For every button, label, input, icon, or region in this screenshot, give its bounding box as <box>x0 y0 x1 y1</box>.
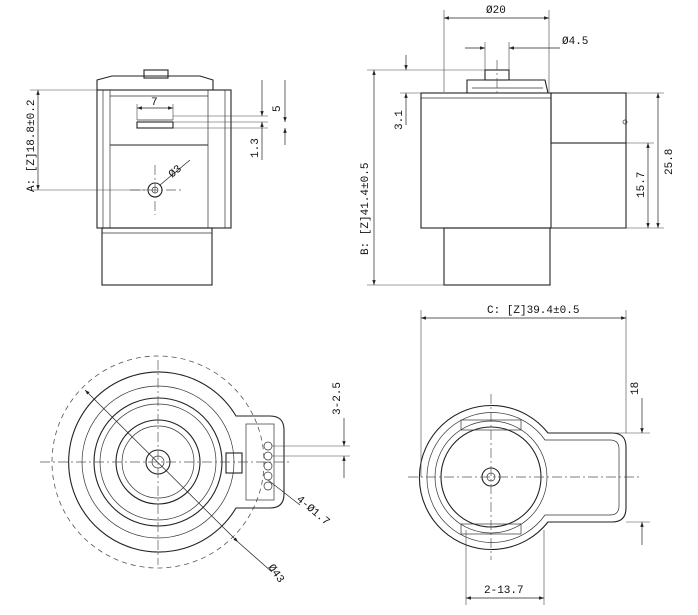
dimension-a: A: [Z]18.8±0.2 <box>26 100 38 192</box>
dimension-3-2-5: 3-2.5 <box>332 382 344 415</box>
top-view <box>408 394 640 560</box>
side-view <box>420 60 628 286</box>
bottom-view <box>40 355 290 569</box>
side-view-dimensions <box>367 10 664 286</box>
dimension-18: 18 <box>630 382 642 395</box>
dimension-b: B: [Z]41.4±0.5 <box>360 163 372 255</box>
dimension-2-13-7: 2-13.7 <box>484 585 524 597</box>
dimension-7: 7 <box>151 97 158 109</box>
top-view-dimensions <box>420 310 650 605</box>
dimension-phi-4-5: Ø4.5 <box>562 36 588 48</box>
top-view-labels: C: [Z]39.4±0.5 18 2-13.7 <box>484 305 642 597</box>
dimension-4-phi-1-7: 4-Ø1.7 <box>293 494 331 529</box>
dimension-25-8: 25.8 <box>664 149 676 175</box>
side-view-labels: Ø20 Ø4.5 3.1 B: [Z]41.4±0.5 25.8 15.7 <box>360 5 676 255</box>
dimension-phi-3: Ø3 <box>167 163 185 181</box>
bottom-view-labels: 3-2.5 4-Ø1.7 Ø43 <box>265 382 344 586</box>
front-view-dimensions <box>30 80 287 191</box>
bottom-view-dimensions <box>84 389 350 573</box>
dimension-15-7: 15.7 <box>636 172 648 198</box>
dimension-c: C: [Z]39.4±0.5 <box>487 305 579 317</box>
dimension-5: 5 <box>272 105 284 112</box>
dimension-3-1: 3.1 <box>394 110 406 130</box>
dimension-1-3: 1.3 <box>250 138 262 158</box>
dimension-phi-43: Ø43 <box>265 562 286 585</box>
front-view <box>96 69 232 286</box>
dimension-phi-20: Ø20 <box>486 5 506 17</box>
